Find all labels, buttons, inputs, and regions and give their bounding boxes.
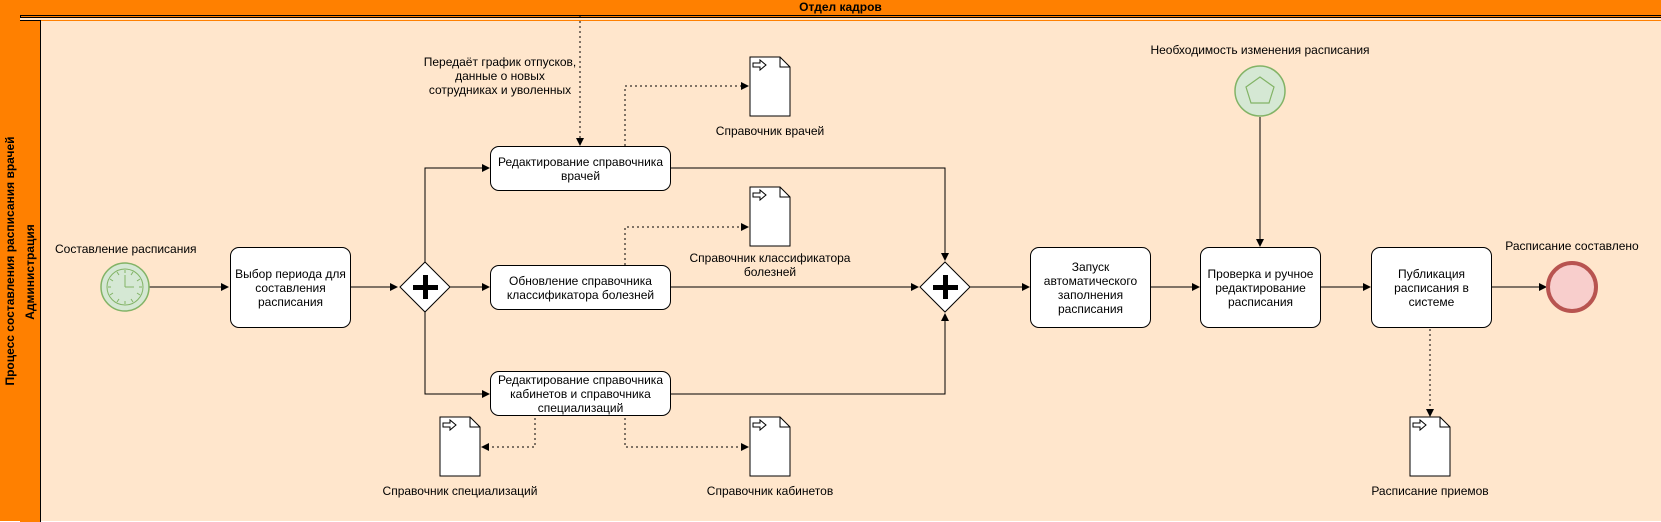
parallel-gateway-split	[399, 261, 451, 313]
task-label: Выбор периода для составления расписания	[235, 266, 346, 309]
flow-doctors-to-join	[670, 167, 949, 261]
parallel-gateway-join	[919, 261, 971, 313]
document-icon-rooms	[749, 416, 791, 477]
document-icon-diseases	[749, 186, 791, 247]
document-icon-specializations	[439, 416, 481, 477]
task-edit-rooms[interactable]: Редактирование справочника кабинетов и с…	[490, 371, 671, 416]
sequence-flows	[143, 117, 1547, 398]
flow-rooms-to-join	[670, 313, 949, 395]
task-label: Обновление справочника классификатора бо…	[506, 273, 655, 302]
doc-label-doctors: Справочник врачей	[715, 124, 825, 138]
hr-department-band: Отдел кадров	[20, 0, 1661, 16]
signal-event-label: Необходимость изменения расписания	[1150, 43, 1370, 57]
document-icon-appointments	[1409, 416, 1451, 477]
end-event-label: Расписание составлено	[1505, 239, 1639, 253]
start-event-label: Составление расписания	[55, 242, 197, 256]
assoc-specializations-doc	[481, 418, 536, 451]
document-icon-doctors	[749, 56, 791, 117]
task-check-edit[interactable]: Проверка и ручное редактирование расписа…	[1200, 247, 1321, 328]
data-associations	[481, 16, 1434, 451]
signal-start-event	[1234, 65, 1286, 117]
task-label: Редактирование справочника кабинетов и с…	[497, 372, 663, 415]
task-update-diseases[interactable]: Обновление справочника классификатора бо…	[490, 265, 671, 310]
band-separator	[20, 17, 1661, 20]
assoc-rooms-doc	[624, 418, 749, 451]
assoc-diseases-doc	[624, 223, 749, 265]
lane-title: Администрация	[20, 20, 41, 522]
hr-annotation: Передаёт график отпусков, данные о новых…	[423, 55, 577, 97]
flow-gateway-to-doctors	[424, 164, 490, 262]
doc-label-specializations: Справочник специализаций	[382, 484, 538, 498]
task-label: Запуск автоматического заполнения распис…	[1043, 259, 1138, 316]
task-edit-doctors[interactable]: Редактирование справочника врачей	[490, 146, 671, 191]
task-label: Публикация расписания в системе	[1394, 266, 1469, 309]
start-timer-event	[100, 262, 150, 312]
doc-label-appointments: Расписание приемов	[1371, 484, 1489, 498]
task-auto-fill[interactable]: Запуск автоматического заполнения распис…	[1030, 247, 1151, 328]
assoc-doctors-doc	[624, 82, 749, 146]
task-label: Редактирование справочника врачей	[497, 154, 663, 183]
doc-label-diseases: Справочник классификатора болезней	[689, 251, 851, 279]
task-publish[interactable]: Публикация расписания в системе	[1371, 247, 1492, 328]
task-label: Проверка и ручное редактирование расписа…	[1207, 266, 1314, 309]
flow-gateway-to-rooms	[424, 312, 490, 398]
doc-label-rooms: Справочник кабинетов	[706, 484, 834, 498]
end-event	[1546, 261, 1598, 313]
task-select-period[interactable]: Выбор периода для составления расписания	[230, 247, 351, 328]
